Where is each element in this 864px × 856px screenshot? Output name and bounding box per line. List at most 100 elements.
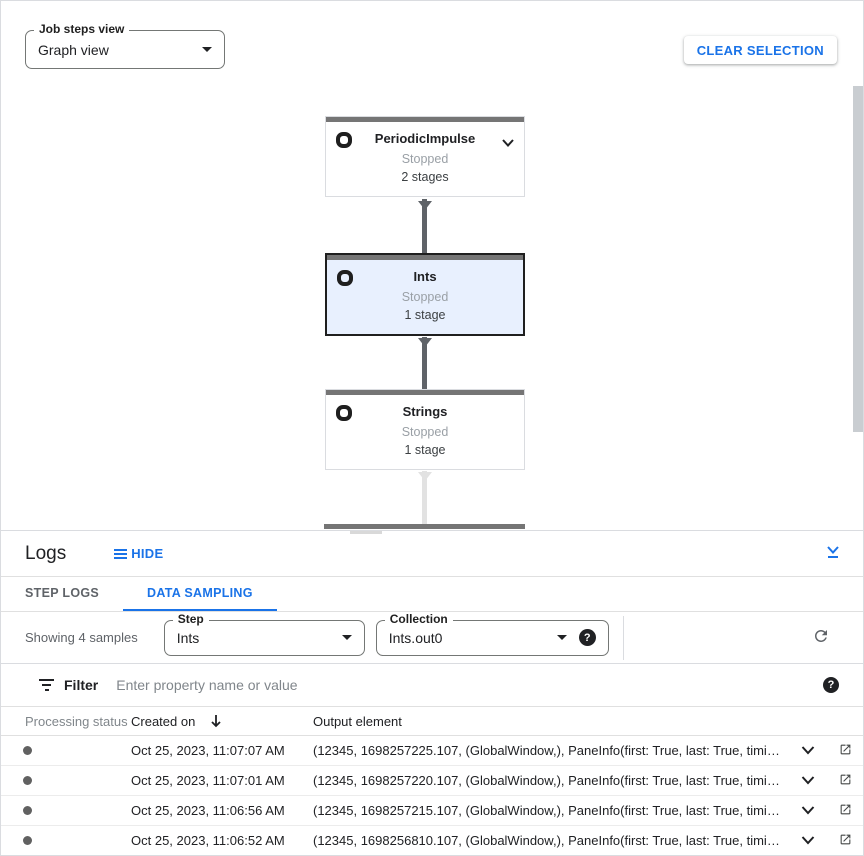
node-status: Stopped xyxy=(401,290,449,304)
step-select-value: Ints xyxy=(176,629,200,646)
chevron-down-icon xyxy=(801,746,815,755)
edge-periodicimpulse-ints xyxy=(422,199,427,253)
expand-row-button[interactable] xyxy=(799,831,817,850)
refresh-icon xyxy=(815,630,827,642)
processing-status-dot xyxy=(23,746,32,755)
table-row[interactable]: Oct 25, 2023, 11:06:56 AM (12345, 169825… xyxy=(1,796,863,826)
open-in-new-button[interactable] xyxy=(837,771,854,791)
created-on-cell: Oct 25, 2023, 11:07:07 AM xyxy=(131,743,285,758)
transform-icon xyxy=(336,132,352,148)
edge-arrowhead xyxy=(418,201,432,210)
processing-status-dot xyxy=(23,776,32,785)
collapse-panel-button[interactable] xyxy=(823,542,843,565)
open-in-new-icon xyxy=(840,804,850,814)
samples-count-text: Showing 4 samples xyxy=(25,630,138,645)
processing-status-dot xyxy=(23,836,32,845)
edge-arrowhead xyxy=(418,472,432,481)
expand-row-button[interactable] xyxy=(799,741,817,760)
node-status: Stopped xyxy=(401,152,449,166)
node-title: PeriodicImpulse xyxy=(374,131,476,146)
job-steps-view-value: Graph view xyxy=(38,41,109,58)
table-row[interactable]: Oct 25, 2023, 11:06:52 AM (12345, 169825… xyxy=(1,826,863,855)
chevron-down-icon xyxy=(801,806,815,815)
open-in-new-button[interactable] xyxy=(837,831,854,851)
step-select-label: Step xyxy=(172,611,209,626)
collection-select-value: Ints.out0 xyxy=(388,629,443,646)
node-status: Stopped xyxy=(401,425,449,439)
node-status-bar xyxy=(327,255,523,260)
open-in-new-icon xyxy=(840,834,850,844)
edge-arrowhead xyxy=(418,338,432,347)
node-title: Ints xyxy=(413,269,437,284)
col-processing-status: Processing status xyxy=(25,713,128,729)
dropdown-arrow-icon xyxy=(556,635,567,640)
node-stages: 1 stage xyxy=(404,308,446,322)
col-created-on[interactable]: Created on xyxy=(131,714,313,729)
job-graph: PeriodicImpulse Stopped 2 stages Ints St… xyxy=(1,1,863,531)
created-on-cell: Oct 25, 2023, 11:07:01 AM xyxy=(131,773,285,788)
created-on-cell: Oct 25, 2023, 11:06:52 AM xyxy=(131,833,285,848)
chevron-down-icon xyxy=(801,776,815,785)
filter-icon xyxy=(39,679,54,691)
help-icon[interactable]: ? xyxy=(578,629,596,646)
table-row[interactable]: Oct 25, 2023, 11:07:07 AM (12345, 169825… xyxy=(1,736,863,766)
refresh-samples-button[interactable] xyxy=(810,625,832,650)
output-element-cell: (12345, 1698257215.107, (GlobalWindow,),… xyxy=(313,803,789,818)
logs-title: Logs xyxy=(25,542,67,564)
col-output-element: Output element xyxy=(313,713,402,729)
chevron-down-icon xyxy=(801,836,815,845)
filter-bar: Filter ? xyxy=(1,664,863,707)
collection-select-label: Collection xyxy=(384,611,453,626)
open-in-new-icon xyxy=(840,744,850,754)
expand-row-button[interactable] xyxy=(799,801,817,820)
job-steps-view-select[interactable]: Job steps view Graph view xyxy=(25,22,225,69)
logs-panel: Logs HIDE STEP LOGS DATA SAMPLING Showin… xyxy=(1,530,863,855)
clipped-node-fragment xyxy=(350,531,382,534)
created-on-cell: Oct 25, 2023, 11:06:56 AM xyxy=(131,803,285,818)
output-element-cell: (12345, 1698257220.107, (GlobalWindow,),… xyxy=(313,773,789,788)
open-in-new-button[interactable] xyxy=(837,801,854,821)
hide-label: HIDE xyxy=(131,546,164,561)
dropdown-arrow-icon xyxy=(341,635,352,640)
step-select[interactable]: Step Ints xyxy=(163,611,365,656)
filter-label: Filter xyxy=(64,677,99,693)
filter-help-icon[interactable]: ? xyxy=(823,677,839,693)
job-steps-view-label: Job steps view xyxy=(34,22,130,36)
node-stages: 2 stages xyxy=(401,170,449,184)
output-element-cell: (12345, 1698256810.107, (GlobalWindow,),… xyxy=(313,833,789,848)
logs-tabs: STEP LOGS DATA SAMPLING xyxy=(1,577,863,612)
open-in-new-button[interactable] xyxy=(837,741,854,761)
graph-node-periodicimpulse[interactable]: PeriodicImpulse Stopped 2 stages xyxy=(325,116,525,197)
node-status-bar xyxy=(326,117,524,122)
table-row[interactable]: Oct 25, 2023, 11:07:01 AM (12345, 169825… xyxy=(1,766,863,796)
sampling-controls: Showing 4 samples Step Ints Collection I… xyxy=(1,611,863,664)
sort-descending-icon xyxy=(211,715,221,728)
transform-icon xyxy=(337,270,353,286)
filter-input[interactable] xyxy=(116,677,823,693)
clear-selection-button[interactable]: CLEAR SELECTION xyxy=(683,36,837,64)
graph-node-ints[interactable]: Ints Stopped 1 stage xyxy=(325,253,525,336)
edge-ints-strings xyxy=(422,337,427,389)
processing-status-dot xyxy=(23,806,32,815)
table-header-row: Processing status Created on Output elem… xyxy=(1,707,863,736)
tab-step-logs[interactable]: STEP LOGS xyxy=(25,586,100,600)
graph-scrollbar[interactable] xyxy=(853,86,863,432)
list-icon xyxy=(114,548,128,559)
chevron-down-icon[interactable] xyxy=(502,134,514,152)
vertical-divider xyxy=(622,615,624,660)
collapse-icon xyxy=(827,546,839,558)
hide-logs-button[interactable]: HIDE xyxy=(114,546,163,561)
open-in-new-icon xyxy=(840,774,850,784)
node-stages: 1 stage xyxy=(404,443,446,457)
graph-node-strings[interactable]: Strings Stopped 1 stage xyxy=(325,389,525,470)
dropdown-arrow-icon xyxy=(202,47,212,52)
collection-select[interactable]: Collection Ints.out0 ? xyxy=(375,611,609,656)
expand-row-button[interactable] xyxy=(799,771,817,790)
tab-data-sampling[interactable]: DATA SAMPLING xyxy=(123,577,277,611)
node-title: Strings xyxy=(402,404,448,419)
output-element-cell: (12345, 1698257225.107, (GlobalWindow,),… xyxy=(313,743,789,758)
clipped-node-top-bar xyxy=(324,524,525,529)
edge-strings-next xyxy=(422,471,427,524)
logs-panel-header: Logs HIDE xyxy=(1,531,863,577)
